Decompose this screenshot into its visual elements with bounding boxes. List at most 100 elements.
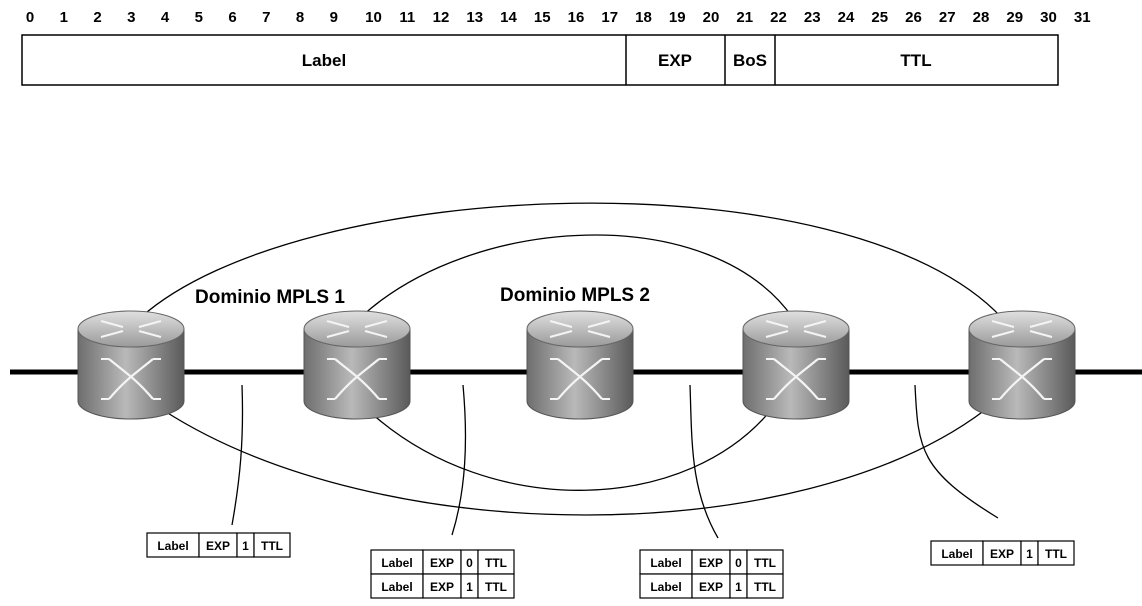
router-cross — [773, 358, 819, 400]
stack-cell-text: 1 — [735, 580, 742, 594]
router-arrows — [326, 320, 388, 338]
stack-cell — [691, 573, 731, 599]
stack-cell-text: 1 — [242, 539, 249, 553]
router-cross — [557, 358, 603, 400]
router-arrow-stubs — [327, 358, 387, 400]
bit-number: 28 — [973, 9, 990, 26]
stack-cell — [146, 532, 200, 558]
bit-number: 23 — [804, 9, 821, 26]
router-icon — [303, 310, 411, 420]
router-cross — [334, 358, 380, 400]
domain-label-1: Dominio MPLS 1 — [195, 287, 345, 308]
lsp-tunnels — [139, 202, 1003, 516]
router-top — [968, 310, 1076, 348]
callouts — [231, 384, 999, 539]
router-top — [526, 310, 634, 348]
stack-cell — [746, 573, 784, 599]
stack-cell — [198, 532, 238, 558]
bit-number: 1 — [60, 9, 68, 26]
stack-cell-text: TTL — [754, 580, 776, 594]
stack-cell-text: EXP — [430, 580, 454, 594]
inner-tunnel-top-arc — [359, 234, 794, 319]
bit-number: 25 — [871, 9, 888, 26]
bit-number: 6 — [228, 9, 236, 26]
callout-line — [914, 384, 999, 519]
router-body — [742, 328, 850, 420]
router-icon — [742, 310, 850, 420]
bit-number: 4 — [161, 9, 170, 26]
stack-cell — [746, 549, 784, 575]
stack-cell-text: 0 — [466, 556, 473, 570]
router-arrow-stubs — [992, 358, 1052, 400]
stack-cell-text: Label — [157, 539, 188, 553]
stack-cell — [370, 549, 424, 575]
bit-number: 16 — [568, 9, 585, 26]
stack-cell-text: TTL — [485, 556, 507, 570]
router-arrow-stubs — [766, 358, 826, 400]
stack-cell — [1037, 540, 1075, 566]
bit-number: 8 — [296, 9, 304, 26]
stack-cell — [477, 573, 515, 599]
stack-cell-text: 0 — [735, 556, 742, 570]
bit-number: 15 — [534, 9, 551, 26]
router-arrows — [991, 320, 1053, 338]
stack-cell — [691, 549, 731, 575]
router-body — [77, 328, 185, 420]
header-outline — [21, 34, 1059, 86]
outer-tunnel-top-arc — [139, 202, 1003, 319]
domain-label-2: Dominio MPLS 2 — [500, 285, 650, 306]
stack-cell-text: Label — [381, 580, 412, 594]
stack-cell — [370, 573, 424, 599]
bit-number: 20 — [703, 9, 720, 26]
bit-number: 27 — [939, 9, 956, 26]
bit-number: 2 — [93, 9, 101, 26]
bit-number: 24 — [838, 9, 855, 26]
callout-line — [451, 384, 467, 536]
stack-cell-text: Label — [941, 547, 972, 561]
bit-number: 13 — [466, 9, 483, 26]
callout-line — [689, 384, 719, 539]
router-icon — [968, 310, 1076, 420]
field-label: Label — [302, 51, 346, 70]
field-bos: BoS — [733, 51, 767, 70]
router-cross — [108, 358, 154, 400]
stack-cell-text: Label — [650, 556, 681, 570]
bit-number: 5 — [195, 9, 203, 26]
router-arrows — [549, 320, 611, 338]
field-ttl: TTL — [900, 51, 931, 70]
router-arrow-stubs — [550, 358, 610, 400]
outer-tunnel-bottom-arc — [162, 409, 986, 516]
router-top — [303, 310, 411, 348]
bit-number: 30 — [1040, 9, 1057, 26]
stack-cell — [930, 540, 984, 566]
router-arrows — [765, 320, 827, 338]
stack-cell-text: 1 — [1026, 547, 1033, 561]
stack-cell — [982, 540, 1022, 566]
bit-number: 14 — [500, 9, 517, 26]
bit-number: 19 — [669, 9, 686, 26]
router-body — [303, 328, 411, 420]
stack-cell-text: EXP — [699, 556, 723, 570]
stack-cell-text: EXP — [430, 556, 454, 570]
bit-number: 29 — [1006, 9, 1023, 26]
bit-number: 22 — [770, 9, 787, 26]
inner-tunnel-bottom-arc — [369, 404, 776, 491]
router-arrow-stubs — [101, 358, 161, 400]
stack-cell-text: Label — [381, 556, 412, 570]
bit-number: 11 — [399, 9, 415, 26]
stack-cell — [422, 573, 462, 599]
router-top — [742, 310, 850, 348]
bit-number: 12 — [433, 9, 450, 26]
bit-number: 21 — [736, 9, 753, 26]
stack-cell-text: EXP — [990, 547, 1014, 561]
bit-number: 3 — [127, 9, 135, 26]
stack-cell-text: TTL — [261, 539, 283, 553]
label-stack: Label EXP 1 TTL — [930, 540, 1075, 566]
router-top — [77, 310, 185, 348]
stack-cell-text: TTL — [1045, 547, 1067, 561]
callout-line — [231, 384, 244, 526]
